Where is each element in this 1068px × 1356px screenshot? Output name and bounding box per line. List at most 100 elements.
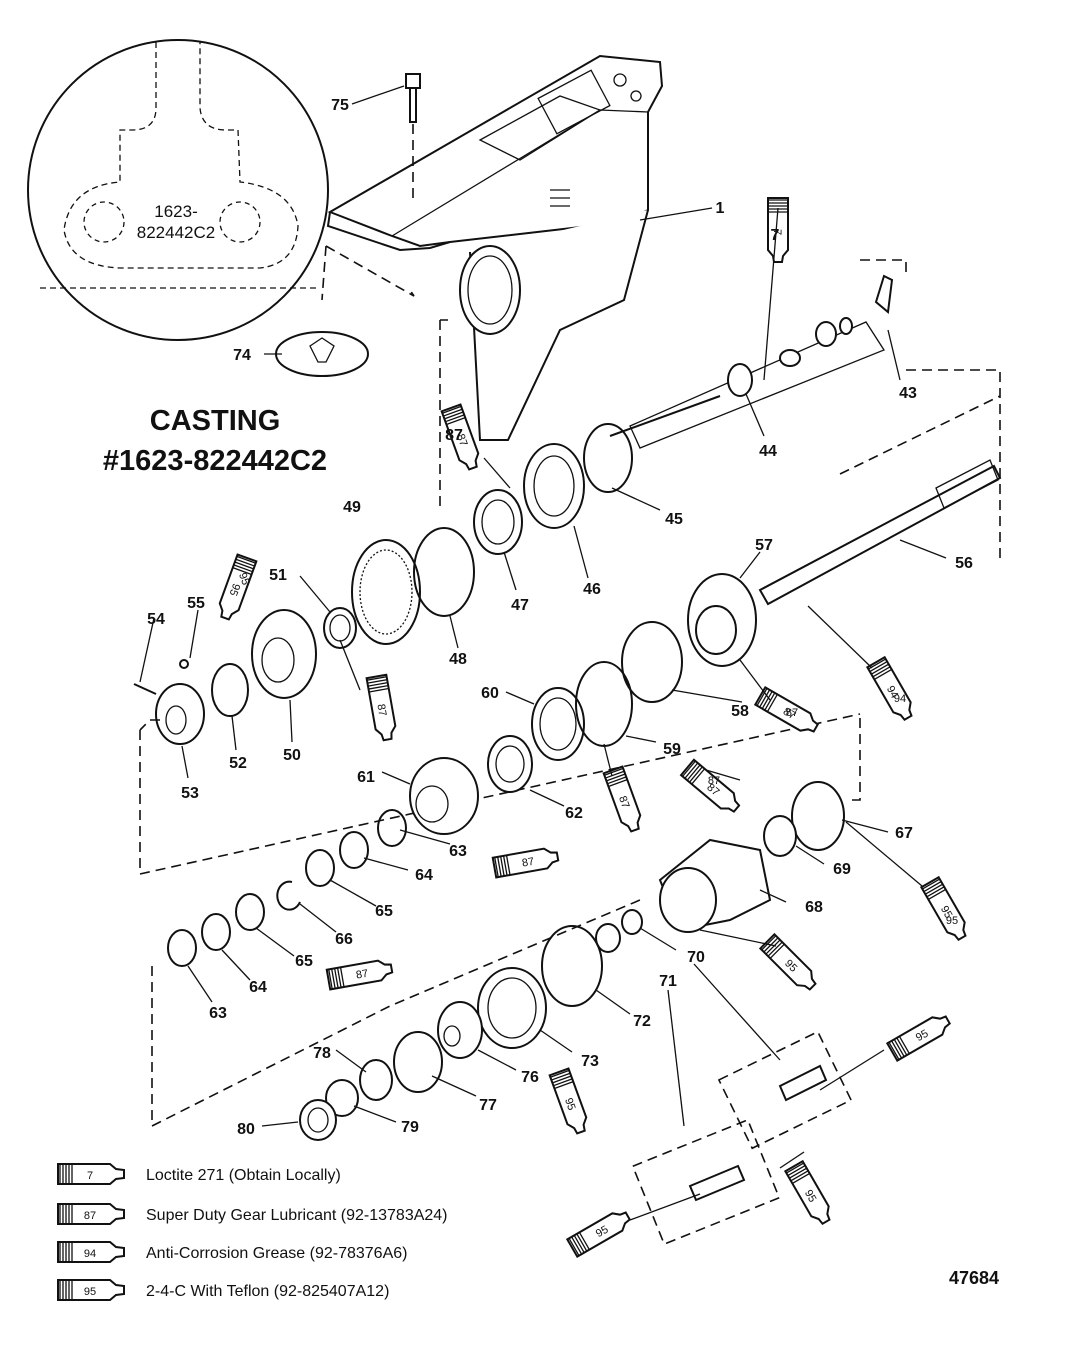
tube-label: 87 [781, 706, 798, 723]
clutch-53 [155, 683, 205, 745]
tube-label: 87 [708, 775, 720, 787]
tube-label: 95 [802, 1188, 819, 1205]
part-label: 62 [565, 805, 583, 822]
lubricant-tube-icon: 95 [548, 1067, 588, 1135]
reverse-gear-50 [251, 609, 317, 699]
gasket-72 [541, 925, 603, 1007]
lubricant-tube-icon: 87 [57, 1203, 125, 1225]
thrust-bearing-64b [201, 913, 231, 951]
washer-63b [167, 929, 197, 967]
bearing-cup-60 [531, 687, 585, 761]
ball-55 [179, 659, 189, 669]
o-ring-67 [791, 781, 845, 851]
shift-shaft-assembly [609, 274, 894, 449]
roller-bearing-62 [487, 735, 533, 793]
water-pump-base-68 [658, 838, 772, 933]
tool-box-70 [717, 1030, 853, 1150]
casting-title: CASTING [150, 405, 281, 437]
part-label: 73 [581, 1053, 599, 1070]
propeller-shaft-56 [758, 459, 1002, 606]
part-label: 78 [313, 1045, 331, 1062]
part-label: 51 [269, 567, 287, 584]
part-label: 49 [343, 499, 361, 516]
part-label: 1 [716, 200, 725, 217]
tube-label: 87 [374, 703, 388, 717]
legend-description: 2-4-C With Teflon (92-825407A12) [146, 1283, 389, 1300]
bearing-cup-46 [523, 443, 585, 529]
seal-65 [305, 849, 335, 887]
tube-label: 95 [227, 582, 242, 598]
part-label: 75 [331, 97, 349, 114]
part-label: 54 [147, 611, 165, 628]
part-label: 7 [771, 227, 780, 244]
lubricant-tube-icon: 87 [753, 685, 820, 733]
part-label: 71 [659, 973, 677, 990]
lubricant-tube-icon: 87 [325, 959, 394, 991]
lubricant-tube-icon: 95 [783, 1159, 831, 1226]
tube-label: 87 [454, 432, 469, 448]
part-label: 68 [805, 899, 823, 916]
part-label: 61 [357, 769, 375, 786]
part-label: 43 [899, 385, 917, 402]
tube-label: 87 [786, 707, 798, 719]
part-label: 44 [759, 443, 777, 460]
lubricant-tube-icon: 95 [565, 1211, 632, 1259]
part-labels: 75 1 7 74 43 87 44 45 49 56 57 46 47 51 … [147, 97, 973, 1138]
legend-tube-number: 95 [84, 1286, 96, 1298]
thrust-bearing-64 [339, 831, 369, 869]
part-label: 56 [955, 555, 973, 572]
tube-label: 87 [521, 856, 535, 870]
legend-description: Loctite 271 (Obtain Locally) [146, 1167, 341, 1184]
lubricant-tube-icon: 87 [679, 758, 741, 813]
pin-54 [133, 683, 157, 695]
tube-label: 94 [894, 693, 906, 705]
casting-number: #1623-822442C2 [103, 445, 327, 477]
part-label: 53 [181, 785, 199, 802]
part-label: 55 [187, 595, 205, 612]
lubricant-tube-icon: 94 [865, 655, 913, 722]
legend-description: Anti-Corrosion Grease (92-78376A6) [146, 1245, 407, 1262]
part-label: 69 [833, 861, 851, 878]
bearing-carrier-61 [409, 757, 479, 835]
tube-label: 95 [562, 1096, 577, 1112]
spacer-76 [437, 1001, 483, 1059]
part-label: 77 [479, 1097, 497, 1114]
tube-label: 7 [771, 229, 783, 235]
spacer-52 [211, 663, 249, 717]
part-label: 57 [755, 537, 773, 554]
lubricant-tube-icon: 95 [758, 932, 817, 991]
leader-lines [139, 85, 947, 1221]
part-label: 70 [687, 949, 705, 966]
tube-label: 95 [938, 904, 955, 921]
lubricant-tube-icon: 95 [885, 1015, 952, 1063]
tube-label: 95 [236, 571, 251, 587]
part-label: 76 [521, 1069, 539, 1086]
anode-74 [275, 331, 369, 377]
lubricant-tube-icon: 95 [218, 553, 258, 621]
washer-78 [359, 1059, 393, 1101]
part-label: 74 [233, 347, 251, 364]
part-label: 65 [295, 953, 313, 970]
gear-housing [326, 54, 664, 441]
legend-row: 94 Anti-Corrosion Grease (92-78376A6) [57, 1241, 407, 1263]
lubricant-tube-icon: 94 [57, 1241, 125, 1263]
part-label: 64 [249, 979, 267, 996]
shim-58 [621, 621, 683, 703]
lubricant-tube-icon: 95 [57, 1279, 125, 1301]
seal-65b [235, 893, 265, 931]
legend-tube-number: 87 [84, 1210, 96, 1222]
part-label: 59 [663, 741, 681, 758]
part-label: 45 [665, 511, 683, 528]
part-label: 72 [633, 1013, 651, 1030]
part-label: 80 [237, 1121, 255, 1138]
lubricant-tube-icon: 95 [919, 875, 967, 942]
part-label: 64 [415, 867, 433, 884]
legend-row: 95 2-4-C With Teflon (92-825407A12) [57, 1279, 389, 1301]
part-label: 46 [583, 581, 601, 598]
thrust-race-59 [575, 661, 633, 747]
thrust-bearing-49 [351, 539, 421, 645]
shim-48 [413, 527, 475, 617]
